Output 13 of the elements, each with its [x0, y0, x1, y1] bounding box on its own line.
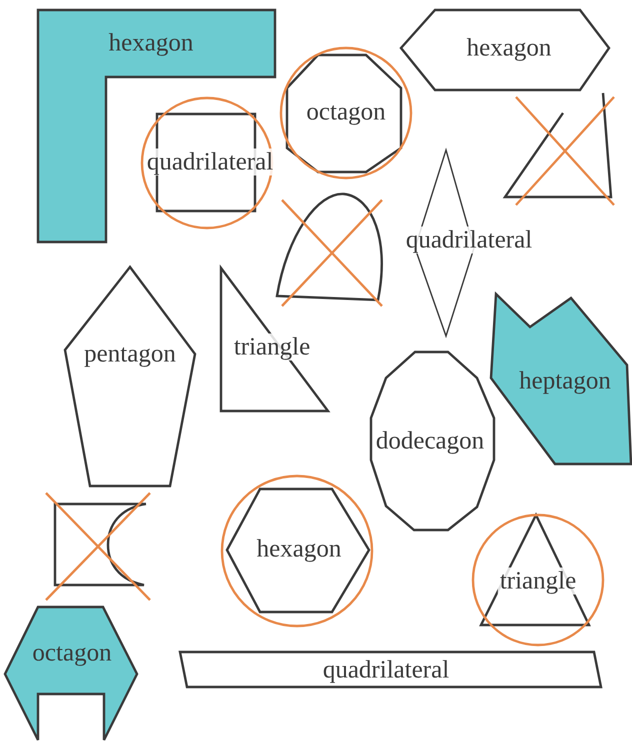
shape-name: heptagon	[519, 368, 611, 394]
shape-name: quadrilateral	[144, 148, 276, 176]
shape-name: triangle	[498, 568, 578, 594]
shape-name: triangle	[232, 334, 312, 360]
shape-name: dodecagon	[376, 428, 484, 454]
shape-name: hexagon	[256, 536, 342, 562]
shape-name: pentagon	[84, 342, 176, 366]
shape-name: octagon	[306, 100, 386, 124]
shape-name: hexagon	[108, 30, 194, 56]
shape-name: octagon	[32, 640, 112, 666]
shape-name: quadrilateral	[404, 226, 534, 254]
shape-name: quadrilateral	[322, 658, 450, 682]
shape-name: hexagon	[466, 36, 552, 60]
